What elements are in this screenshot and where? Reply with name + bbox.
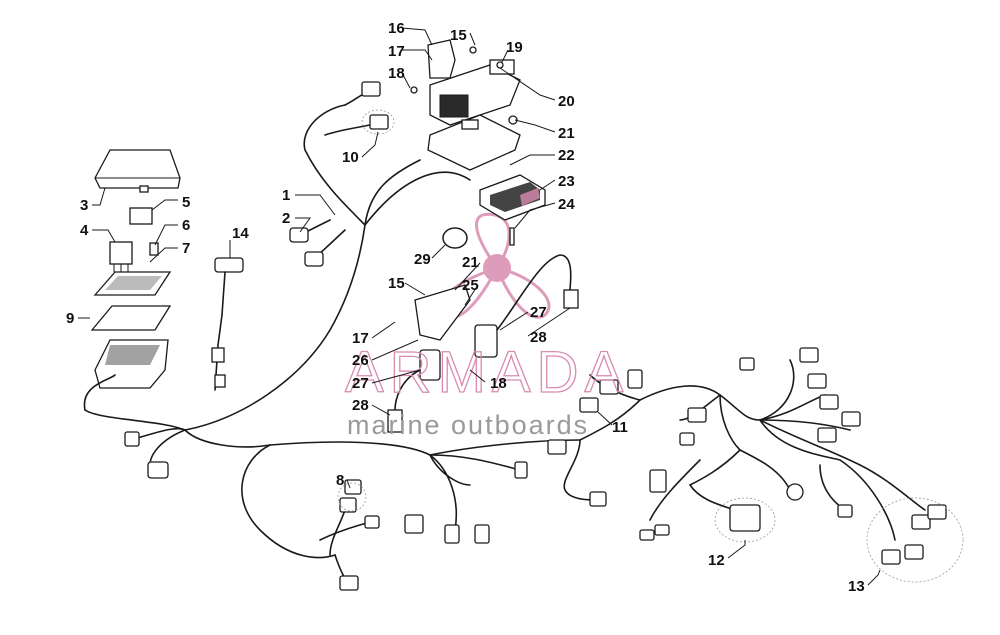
connector-2-a	[289, 227, 309, 243]
fuse	[149, 242, 159, 256]
coil-27-upper	[474, 324, 498, 358]
callout-10: 10	[342, 149, 359, 166]
callout-16: 16	[388, 20, 405, 37]
callout-18-mid: 18	[490, 375, 507, 392]
callout-27-upper: 27	[530, 304, 547, 321]
callout-28-lower: 28	[352, 397, 369, 414]
callout-2: 2	[282, 210, 290, 227]
coil-27-lower	[419, 349, 441, 381]
connector-10-lower	[369, 114, 389, 130]
callout-27-lower: 27	[352, 375, 369, 392]
oxygen-sensor	[211, 257, 244, 391]
plug-cap-28-lower	[387, 369, 421, 433]
callout-24: 24	[558, 196, 575, 213]
plug-cap-28-upper	[496, 254, 579, 331]
relay-large	[109, 241, 133, 272]
bracket-16	[427, 39, 456, 79]
callout-8: 8	[336, 472, 344, 489]
callout-18-top: 18	[388, 65, 405, 82]
screw-15-top	[469, 46, 477, 54]
callout-21-mid: 21	[462, 254, 479, 271]
callout-21-top: 21	[558, 125, 575, 142]
screw-19	[496, 61, 504, 69]
callout-14: 14	[232, 225, 249, 242]
watermark-brand: ARMADA	[345, 340, 629, 405]
connector-right-cluster	[124, 347, 947, 591]
callout-6: 6	[182, 217, 190, 234]
fuse-label-sheet	[93, 271, 172, 296]
relay-small	[129, 207, 153, 225]
callout-17-top: 17	[388, 43, 405, 60]
watermark-tagline: marine outboards	[347, 410, 589, 440]
callout-leaders	[78, 27, 881, 586]
callout-4: 4	[80, 222, 89, 239]
screw-18-top	[410, 86, 418, 94]
callout-25: 25	[462, 277, 479, 294]
screw-24	[509, 227, 515, 246]
callout-19: 19	[506, 39, 523, 56]
callout-labels: 1 2 3 4 5 6 7 8 9 10 11 12 13 14 15 16 1…	[66, 20, 865, 595]
main-wire-harness	[83, 91, 926, 586]
relay-box-base	[94, 339, 169, 389]
relay-box-gasket	[90, 305, 172, 331]
clip-29	[442, 227, 468, 249]
callout-26: 26	[352, 352, 369, 369]
callout-28-upper: 28	[530, 329, 547, 346]
callout-13: 13	[848, 578, 865, 595]
relay-box-cover	[94, 149, 181, 193]
callout-22: 22	[558, 147, 575, 164]
regulator-rectifier	[479, 174, 546, 221]
group-outline-8	[337, 482, 367, 512]
callout-29: 29	[414, 251, 431, 268]
connector-2-b	[304, 251, 324, 267]
group-outline-13	[866, 497, 964, 583]
callout-3: 3	[80, 197, 88, 214]
callout-17-mid: 17	[352, 330, 369, 347]
callout-1: 1	[282, 187, 290, 204]
mounting-plate	[427, 114, 521, 171]
callout-15-mid: 15	[388, 275, 405, 292]
callout-7: 7	[182, 240, 190, 257]
callout-11: 11	[612, 419, 628, 436]
callout-20: 20	[558, 93, 575, 110]
callout-15-top: 15	[450, 27, 467, 44]
callout-9: 9	[66, 310, 74, 327]
connector-10-upper	[361, 81, 381, 97]
callout-12: 12	[708, 552, 725, 569]
callout-5: 5	[182, 194, 190, 211]
callout-23: 23	[558, 173, 575, 190]
